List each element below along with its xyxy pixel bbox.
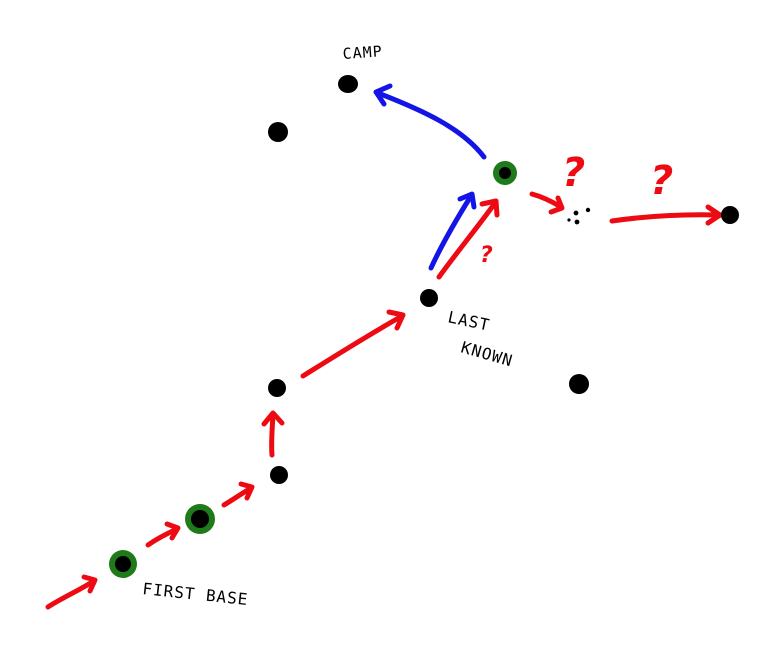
label-last-known-line1: LAST: [446, 307, 492, 334]
question-mark-large-right: ?: [650, 158, 673, 204]
route-arrow-1: [45, 574, 98, 610]
route-arrow-4: [261, 410, 285, 458]
label-camp: CAMP: [342, 42, 383, 63]
uncertain-position-dots: [567, 207, 591, 225]
waypoints: [268, 75, 739, 484]
waypoint-lower: [270, 466, 288, 484]
visited-waypoint-second: [185, 504, 215, 534]
label-last-known-line2: KNOWN: [459, 338, 515, 371]
route-arrow-6: [436, 198, 500, 280]
label-first-base: FIRST BASE: [142, 579, 250, 609]
waypoint-last-known: [420, 289, 438, 307]
uncertainty-marks: ? ? ?: [480, 150, 673, 268]
route-arrow-3: [221, 481, 255, 508]
waypoint-lower-right: [569, 374, 589, 394]
route-arrow-2: [145, 521, 181, 548]
route-arrow-7: [529, 191, 565, 215]
waypoint-camp: [338, 75, 358, 93]
waypoint-right: [721, 206, 739, 224]
visited-waypoint-top: [493, 161, 517, 185]
route-arrows: [45, 191, 723, 610]
question-mark-large-left: ?: [562, 150, 585, 196]
waypoint-mid: [268, 379, 286, 397]
route-arrow-8: [609, 204, 723, 226]
alternate-arrow-up: [428, 191, 477, 271]
question-mark-small: ?: [480, 243, 493, 268]
visited-waypoint-first-base: [109, 550, 137, 578]
route-arrow-5: [300, 309, 406, 379]
visited-waypoints: [109, 161, 517, 578]
waypoint-upper-left: [268, 122, 288, 142]
alternate-route-arrows: [373, 83, 487, 271]
alternate-arrow-to-camp: [373, 83, 487, 160]
